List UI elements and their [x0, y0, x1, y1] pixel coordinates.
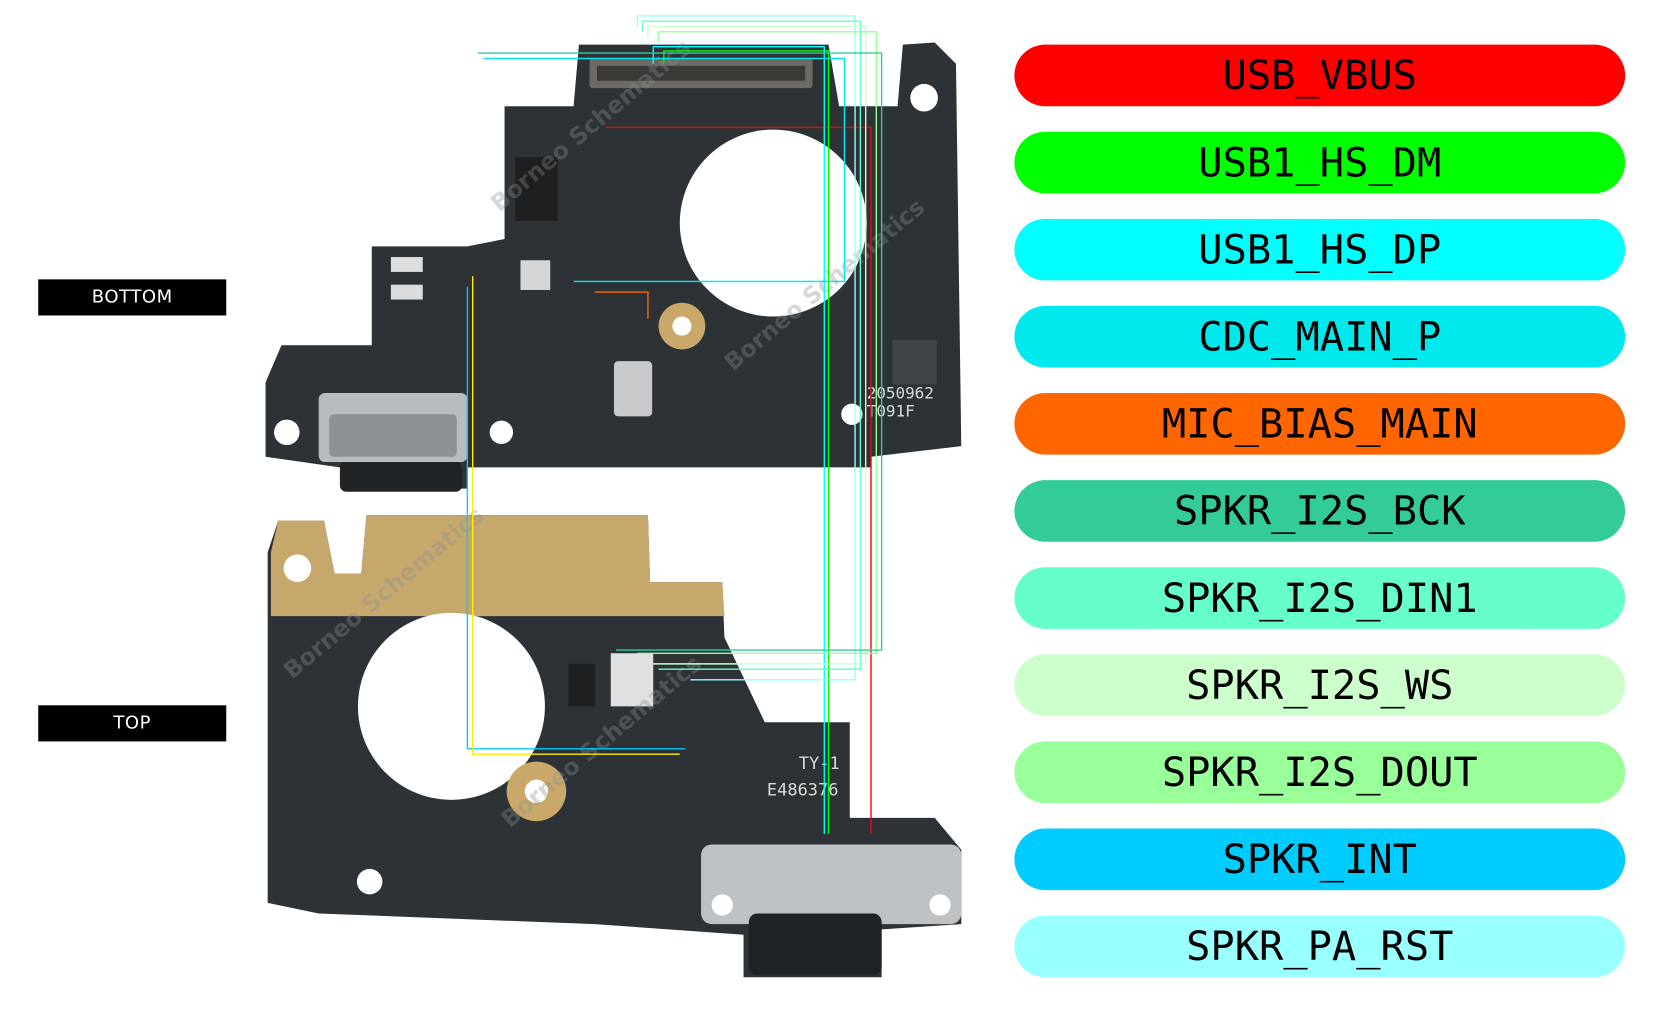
net-traces: [466, 15, 883, 834]
trace-spkr-pa-rst: [636, 15, 856, 681]
bottom-board: 2050962 T091F Borneo Schematics Borneo S…: [265, 33, 962, 492]
legend-cdc-main-p[interactable]: CDC_MAIN_P: [1014, 305, 1626, 368]
bottom-side-label: BOTTOM: [38, 279, 227, 316]
legend-usb1-hs-dp[interactable]: USB1_HS_DP: [1014, 218, 1626, 281]
silk-bottom-2: T091F: [867, 401, 915, 420]
silk-bottom-1: 2050962: [867, 383, 934, 402]
trace-usb-vbus: [605, 126, 872, 834]
legend-spkr-i2s-dout[interactable]: SPKR_I2S_DOUT: [1014, 741, 1626, 804]
trace-usb1-hs-dm: [663, 50, 830, 834]
legend-spkr-pa-rst[interactable]: SPKR_PA_RST: [1014, 915, 1626, 978]
top-board: TY-1 E486376 Borneo Schematics Borneo Sc…: [267, 501, 962, 978]
legend-spkr-int[interactable]: SPKR_INT: [1014, 828, 1626, 891]
trace-usb1-hs-dp: [652, 46, 825, 834]
trace-spkr-yellow: [471, 276, 680, 755]
legend-usb-vbus[interactable]: USB_VBUS: [1014, 44, 1626, 107]
trace-spkr-din1: [641, 20, 862, 670]
legend-spkr-i2s-ws[interactable]: SPKR_I2S_WS: [1014, 654, 1626, 716]
trace-mic-bias: [594, 291, 649, 319]
trace-spkr-bck: [477, 52, 883, 651]
trace-cdc-main: [483, 57, 846, 283]
silk-top-1: TY-1: [799, 754, 840, 774]
trace-spkr-int: [466, 286, 686, 750]
legend-spkr-i2s-din1[interactable]: SPKR_I2S_DIN1: [1014, 567, 1626, 629]
trace-spkr-ws: [647, 25, 867, 665]
top-side-label: TOP: [38, 705, 227, 742]
trace-spkr-dout: [637, 31, 878, 654]
legend-mic-bias-main[interactable]: MIC_BIAS_MAIN: [1014, 393, 1626, 455]
legend-usb1-hs-dm[interactable]: USB1_HS_DM: [1014, 131, 1626, 194]
legend-spkr-i2s-bck[interactable]: SPKR_I2S_BCK: [1014, 480, 1626, 542]
silk-top-2: E486376: [767, 781, 839, 801]
